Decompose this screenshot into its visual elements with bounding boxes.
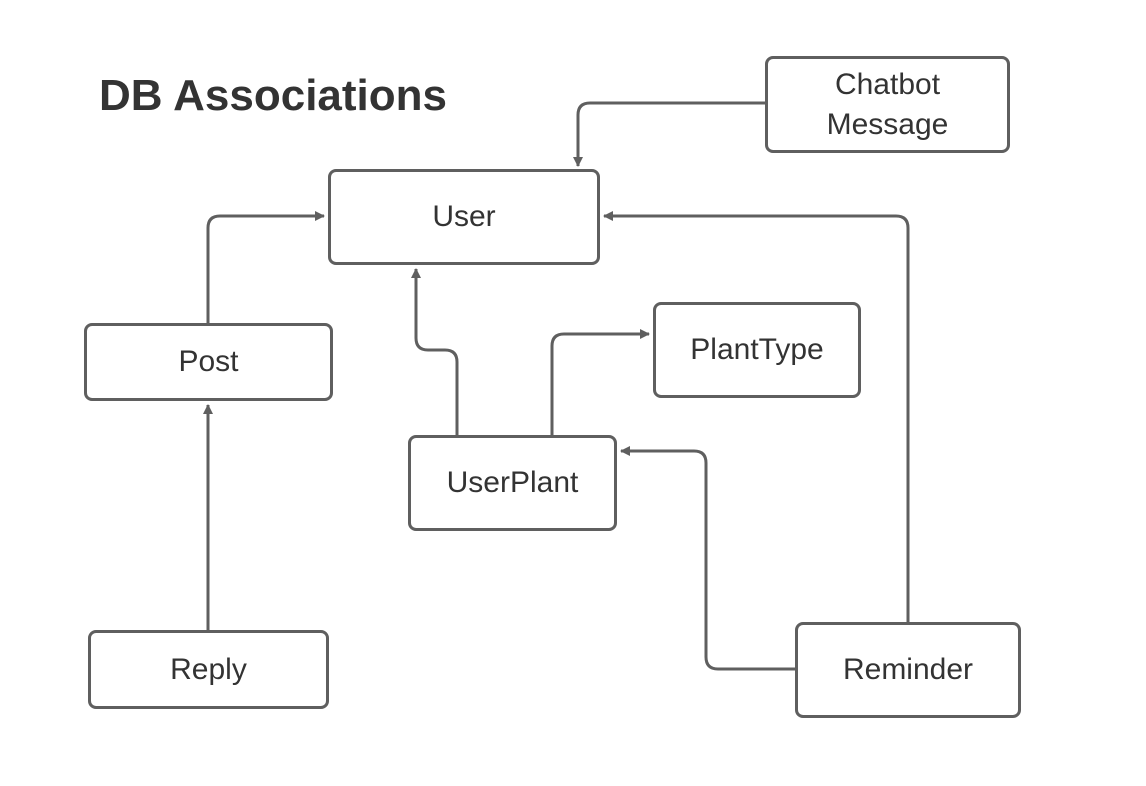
node-chatbot-message[interactable]: Chatbot Message [765,56,1010,153]
node-reminder[interactable]: Reminder [795,622,1021,718]
node-plant-type-label: PlantType [690,333,824,366]
node-reminder-label: Reminder [842,653,974,686]
edge-reminder-to-user [603,211,910,622]
node-user-plant[interactable]: UserPlant [408,435,617,531]
node-reply[interactable]: Reply [88,630,329,709]
node-plant-type[interactable]: PlantType [653,302,861,398]
edge-user-plant-to-user [411,268,459,435]
node-chatbot-message-line-2: Message [826,107,949,141]
edge-chatbot-message-to-user [573,101,765,167]
edge-user-plant-to-plant-type [550,329,650,435]
node-chatbot-message-label: Chatbot Message [827,65,949,145]
edge-post-to-user [206,211,325,323]
node-user-plant-label: UserPlant [446,466,579,499]
node-user-label: User [432,200,496,233]
node-post[interactable]: Post [84,323,333,401]
node-reply-label: Reply [170,652,247,686]
node-post-label: Post [178,345,239,378]
diagram-title: DB Associations [99,71,448,120]
node-user[interactable]: User [328,169,600,265]
edge-reminder-to-user-plant [620,446,795,671]
node-chatbot-message-line-1: Chatbot [834,67,941,101]
